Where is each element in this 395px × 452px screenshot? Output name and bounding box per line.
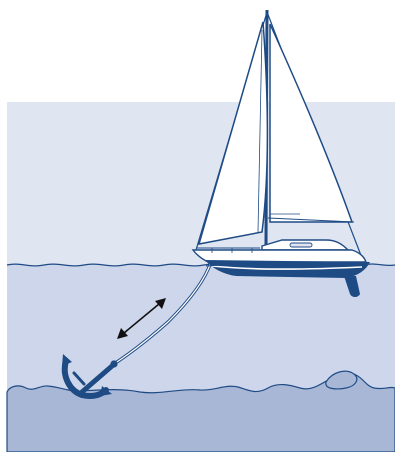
- cabin-window: [290, 243, 312, 247]
